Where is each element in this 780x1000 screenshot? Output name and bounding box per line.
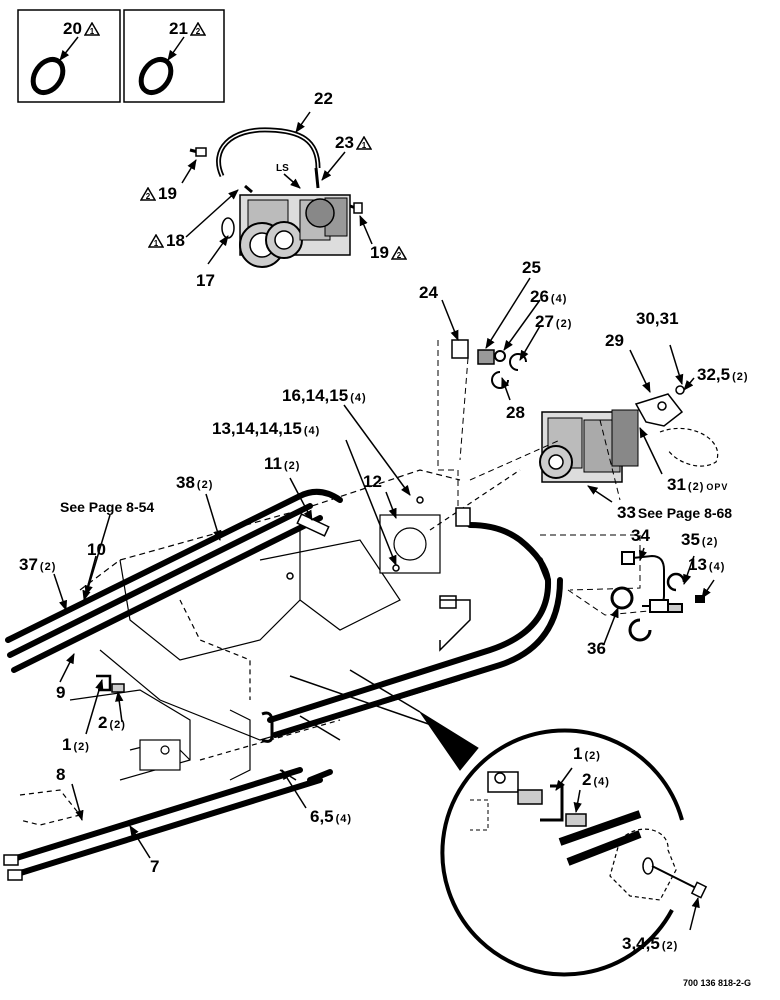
label-2: 2(2) [98,713,126,732]
label-7: 7 [150,857,160,876]
label-37: 37(2) [19,555,57,574]
top-pump-assembly [189,127,363,268]
label-34: 34 [631,526,650,545]
label-see-8-54: See Page 8-54 [60,499,155,515]
label-9: 9 [56,683,66,702]
detail-label-1: 1(2) [573,744,601,763]
dashed-reference-lines [437,340,661,616]
o-ring-box-21 [123,9,225,103]
hardware-bolts [96,496,424,781]
hydraulic-hoses [5,488,563,878]
label-22: 22 [314,89,333,108]
main-leader-lines [53,277,715,859]
svg-text:1: 1 [154,239,159,248]
label-27: 27(2) [535,312,573,331]
svg-text:1: 1 [362,141,367,150]
label-35: 35(2) [681,530,719,549]
tube-34-assembly [610,551,705,642]
label-29: 29 [605,331,624,350]
label-11: 11(2) [264,454,301,473]
label-26: 26(4) [530,287,568,306]
label-38: 38(2) [176,473,214,492]
label-16-14-15: 16,14,15(4) [282,386,367,405]
label-6-5: 6,5(4) [310,807,353,826]
top-leader-lines [181,111,373,265]
label-32-5: 32,5(2) [697,365,749,384]
label-30-31: 30,31 [636,309,679,328]
label-10: 10 [87,540,106,559]
svg-text:2: 2 [196,27,201,36]
label-28: 28 [506,403,525,422]
svg-text:2: 2 [146,192,151,201]
label-17: 17 [196,271,215,290]
svg-text:2: 2 [397,251,402,260]
detail-label-2: 2(4) [582,770,610,789]
label-3-4-5: 3,4,5(2) [622,934,679,953]
o-ring-box-20 [17,9,121,103]
label-13: 13(4) [688,555,726,574]
document-number: 700 136 818-2-G [683,978,752,988]
label-31-opv: 31(2)OPV [667,475,729,494]
svg-text:1: 1 [90,27,95,36]
label-12: 12 [363,472,382,491]
label-1: 1(2) [62,735,90,754]
right-pump-assembly [451,339,719,483]
label-25: 25 [522,258,541,277]
label-ls: LS [276,163,289,174]
label-36: 36 [587,639,606,658]
label-24: 24 [419,283,438,302]
label-8: 8 [56,765,66,784]
detail-view [419,711,708,977]
label-13-14-14-15: 13,14,14,15(4) [212,419,321,438]
